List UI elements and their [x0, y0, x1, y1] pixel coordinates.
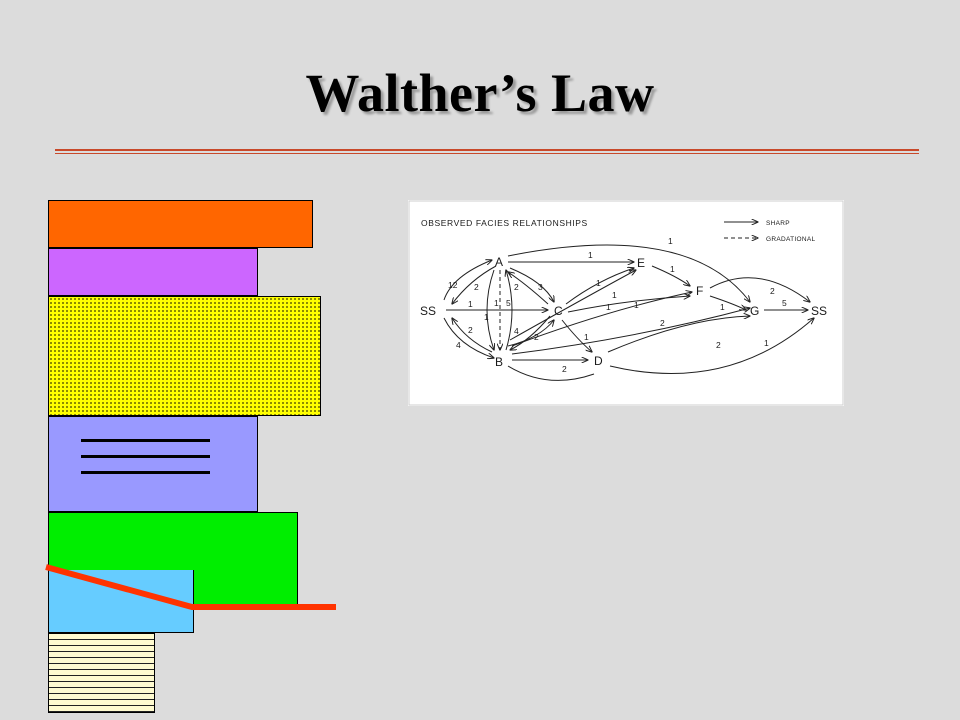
node-a: A	[495, 255, 503, 269]
node-d: D	[594, 354, 603, 368]
count-label: 1	[668, 236, 673, 246]
count-label: 1	[584, 332, 589, 342]
count-label: 1	[596, 278, 601, 288]
count-label: 5	[506, 298, 511, 308]
facies-relationships-figure: OBSERVED FACIES RELATIONSHIPS SHARP GRAD…	[408, 200, 844, 406]
node-b: B	[495, 355, 503, 369]
node-g: G	[750, 304, 759, 318]
count-label: 2	[770, 286, 775, 296]
figure-title: OBSERVED FACIES RELATIONSHIPS	[421, 218, 588, 228]
transition-counts: 12 2 2 4 1 1 1 3 2 1 1 5 4 2 1 1 2 2 1 1…	[448, 236, 787, 374]
count-label: 2	[474, 282, 479, 292]
count-label: 1	[484, 312, 489, 322]
lamination-line	[81, 471, 210, 474]
node-f: F	[696, 284, 703, 298]
lamination-line	[81, 439, 210, 442]
count-label: 4	[514, 326, 519, 336]
yellow-dotted-bed	[48, 296, 321, 416]
slide-title: Walther’s Law	[305, 63, 655, 123]
cream-dashed-bed	[48, 633, 155, 713]
blue-laminated-bed	[48, 416, 258, 512]
count-label: 1	[606, 302, 611, 312]
count-label: 1	[612, 290, 617, 300]
facies-arrows	[443, 244, 814, 381]
count-label: 2	[660, 318, 665, 328]
count-label: 5	[782, 298, 787, 308]
lamination-line	[81, 455, 210, 458]
count-label: 12	[448, 280, 458, 290]
orange-bed	[48, 200, 313, 248]
count-label: 1	[634, 300, 639, 310]
light-blue-bed	[48, 570, 194, 633]
count-label: 1	[720, 302, 725, 312]
count-label: 1	[588, 250, 593, 260]
purple-bed	[48, 248, 258, 296]
count-label: 2	[534, 332, 539, 342]
node-e: E	[637, 256, 645, 270]
count-label: 4	[456, 340, 461, 350]
count-label: 1	[468, 299, 473, 309]
node-c: C	[554, 304, 563, 318]
count-label: 2	[562, 364, 567, 374]
title-underline-thin	[55, 153, 919, 154]
count-label: 1	[494, 298, 499, 308]
count-label: 3	[538, 282, 543, 292]
node-ss-right: SS	[811, 304, 827, 318]
legend-gradational-label: GRADATIONAL	[766, 236, 815, 243]
count-label: 2	[514, 282, 519, 292]
title-underline	[55, 149, 919, 151]
count-label: 1	[670, 264, 675, 274]
legend-sharp-label: SHARP	[766, 220, 790, 227]
count-label: 2	[468, 325, 473, 335]
count-label: 1	[764, 338, 769, 348]
node-ss-left: SS	[420, 304, 436, 318]
count-label: 2	[716, 340, 721, 350]
